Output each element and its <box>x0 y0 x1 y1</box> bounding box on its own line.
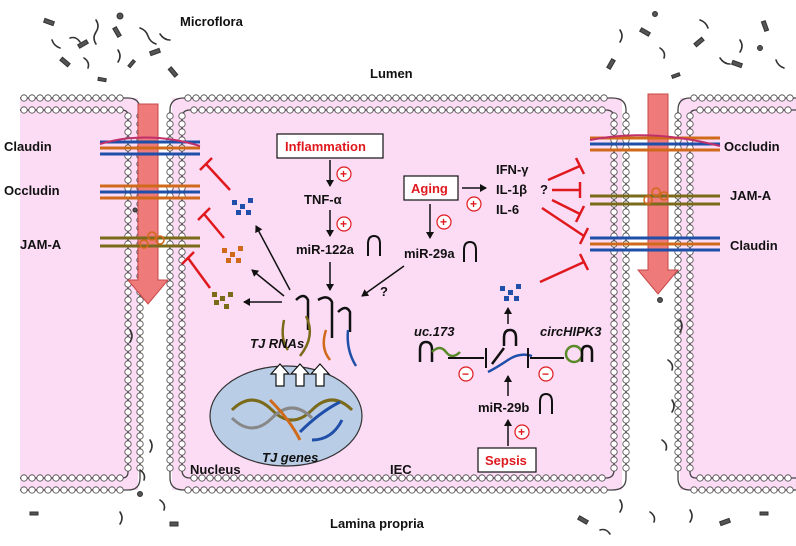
mir122a-hairpin-icon <box>367 234 381 256</box>
left-protein-jama: JAM-A <box>20 237 62 252</box>
left-jama-strands <box>100 231 200 249</box>
svg-text:−: − <box>462 367 469 381</box>
svg-text:+: + <box>340 167 347 181</box>
left-protein-occludin: Occludin <box>4 183 60 198</box>
paracellular-arrow-right <box>636 93 680 295</box>
inflammation-box <box>276 133 384 159</box>
inflammation-label: Inflammation <box>285 139 366 154</box>
sepsis-box <box>477 447 537 473</box>
aging-box <box>403 175 459 201</box>
uc173-icon <box>418 340 461 362</box>
blue-fragments-right <box>500 284 521 301</box>
aging-label: Aging <box>411 181 448 196</box>
right-protein-occludin: Occludin <box>724 139 780 154</box>
question-mark-2: ? <box>540 182 548 197</box>
uc173-label: uc.173 <box>414 324 455 339</box>
right-protein-claudin: Claudin <box>730 238 778 253</box>
mir29b-hairpin-icon <box>539 392 553 414</box>
tnf-label: TNF-α <box>304 192 342 207</box>
olive-fragments <box>212 292 233 309</box>
svg-text:+: + <box>518 425 525 439</box>
target-rna-icon <box>487 328 533 374</box>
circhipk3-label: circHIPK3 <box>540 324 602 339</box>
right-protein-jama: JAM-A <box>730 188 772 203</box>
mir122a-label: miR-122a <box>296 242 355 257</box>
right-jama-strands <box>590 187 720 206</box>
svg-text:−: − <box>542 367 549 381</box>
microflora-particles <box>29 11 770 527</box>
question-mark-1: ? <box>380 284 388 299</box>
cytokine-inhibitions <box>539 157 590 284</box>
left-claudin-strands <box>99 136 201 156</box>
uc173-inhibition <box>448 348 487 368</box>
sepsis-label: Sepsis <box>485 453 527 468</box>
blue-fragments-left <box>232 198 253 215</box>
mir29a-label: miR-29a <box>404 246 455 261</box>
orange-fragments <box>222 246 243 263</box>
transcription-arrows <box>269 363 331 387</box>
tj-genes-label: TJ genes <box>262 450 318 465</box>
left-cell <box>20 98 138 490</box>
svg-text:+: + <box>470 197 477 211</box>
svg-text:+: + <box>440 215 447 229</box>
tj-genes-icon <box>230 398 354 442</box>
circhipk3-inhibition <box>527 348 564 368</box>
lipid-heads <box>20 94 794 494</box>
mir29a-hairpin-icon <box>463 240 477 262</box>
left-inhibitions <box>181 157 231 289</box>
svg-text:+: + <box>340 217 347 231</box>
lamina-propria-label: Lamina propria <box>330 516 425 531</box>
il1b-label: IL-1β <box>496 182 527 197</box>
right-occludin-strands <box>589 134 721 152</box>
iec-label: IEC <box>390 462 412 477</box>
microflora-label: Microflora <box>180 14 244 29</box>
left-protein-claudin: Claudin <box>4 139 52 154</box>
ifn-label: IFN-γ <box>496 162 529 177</box>
nucleus-label: Nucleus <box>190 462 241 477</box>
tj-rnas-label: TJ RNAs <box>250 336 304 351</box>
bacteria <box>51 19 785 535</box>
il6-label: IL-6 <box>496 202 519 217</box>
circhipk3-icon <box>564 344 594 364</box>
mir29b-label: miR-29b <box>478 400 529 415</box>
right-claudin-strands <box>590 236 720 252</box>
lumen-label: Lumen <box>370 66 413 81</box>
tj-rnas-icon <box>281 294 358 367</box>
left-occludin-strands <box>100 184 200 200</box>
right-cell <box>680 98 796 490</box>
